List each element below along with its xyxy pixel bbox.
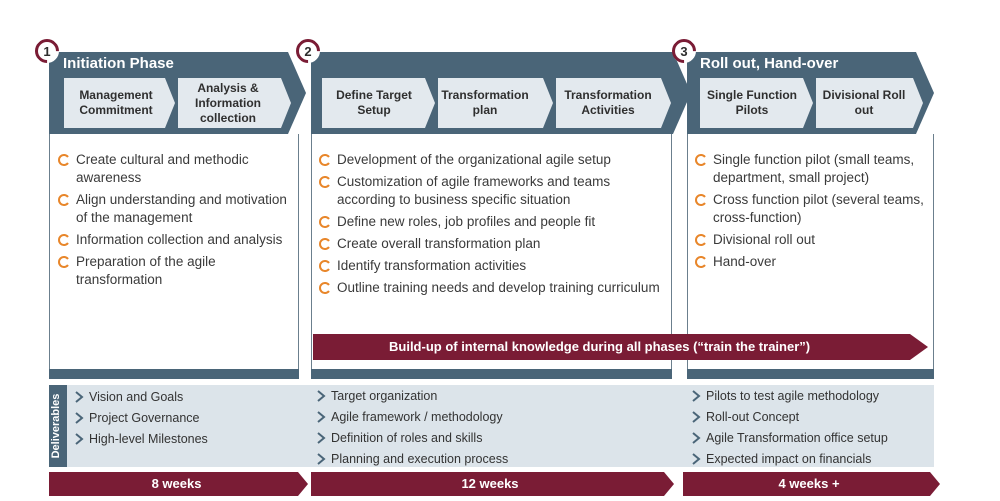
banner-text: Build-up of internal knowledge during al…	[389, 339, 811, 354]
chevron-right-icon	[75, 412, 84, 424]
bullet-item: Preparation of the agile transformation	[58, 253, 293, 289]
deliverable-item: Target organization	[315, 388, 508, 404]
orange-circle-icon	[58, 234, 69, 246]
phase-1-title: Initiation Phase	[63, 55, 174, 72]
chevron-right-icon	[692, 390, 701, 402]
phase-2-bullets: Development of the organizational agile …	[319, 151, 664, 301]
orange-circle-icon	[58, 256, 69, 268]
phase-1-bullets: Create cultural and methodic awareness A…	[58, 151, 293, 293]
bullet-item: Create overall transformation plan	[319, 235, 664, 253]
step-transformation-activities: Transformation Activities	[564, 88, 652, 117]
bullet-item: Divisional roll out	[695, 231, 927, 249]
chevron-right-icon	[317, 411, 326, 423]
deliverables-background	[49, 385, 934, 467]
chevron-right-icon	[317, 390, 326, 402]
bullet-item: Single function pilot (small teams, depa…	[695, 151, 927, 187]
orange-circle-icon	[695, 194, 706, 206]
phase-2-number: 2	[304, 43, 312, 59]
orange-circle-icon	[319, 238, 330, 250]
step-management-commitment: Management Commitment	[79, 88, 153, 117]
orange-circle-icon	[58, 154, 69, 166]
bullet-item: Hand-over	[695, 253, 927, 271]
phase-3-title: Roll out, Hand-over	[700, 55, 839, 72]
bullet-item: Outline training needs and develop train…	[319, 279, 664, 297]
bullet-item: Define new roles, job profiles and peopl…	[319, 213, 664, 231]
chevron-right-icon	[692, 432, 701, 444]
deliverable-item: Definition of roles and skills	[315, 430, 508, 446]
phase-1-deliverables: Vision and Goals Project Governance High…	[73, 389, 208, 452]
phase-3-content-box	[687, 134, 934, 369]
orange-circle-icon	[319, 260, 330, 272]
phase-1-number: 1	[43, 43, 51, 59]
phase-3-content-footer	[687, 369, 934, 379]
orange-circle-icon	[319, 216, 330, 228]
chevron-right-icon	[317, 432, 326, 444]
chevron-right-icon	[75, 433, 84, 445]
orange-circle-icon	[695, 234, 706, 246]
deliverable-item: Roll-out Concept	[690, 409, 888, 425]
bullet-item: Align understanding and motivation of th…	[58, 191, 293, 227]
deliverable-item: High-level Milestones	[73, 431, 208, 447]
chevron-right-icon	[317, 453, 326, 465]
orange-circle-icon	[695, 256, 706, 268]
step-define-target-setup: Define Target Setup	[336, 88, 412, 117]
phase-1-content-box	[49, 134, 299, 369]
deliverable-item: Agile framework / methodology	[315, 409, 508, 425]
phase-3-number: 3	[680, 43, 688, 59]
bullet-item: Cross function pilot (several teams, cro…	[695, 191, 927, 227]
deliverable-item: Planning and execution process	[315, 451, 508, 467]
deliverables-label: Deliverables	[50, 393, 62, 459]
phase-2-content-footer	[311, 369, 672, 379]
phase-2-content-box	[311, 134, 672, 369]
orange-circle-icon	[695, 154, 706, 166]
deliverable-item: Project Governance	[73, 410, 208, 426]
step-transformation-plan: Transformation plan	[441, 88, 529, 117]
bullet-item: Identify transformation activities	[319, 257, 664, 275]
phase-1-duration: 8 weeks	[151, 476, 202, 491]
chevron-right-icon	[75, 391, 84, 403]
deliverable-item: Expected impact on financials	[690, 451, 888, 467]
bullet-item: Development of the organizational agile …	[319, 151, 664, 169]
chevron-right-icon	[692, 411, 701, 423]
orange-circle-icon	[319, 282, 330, 294]
phase-3-deliverables: Pilots to test agile methodology Roll-ou…	[690, 388, 888, 467]
bullet-item: Information collection and analysis	[58, 231, 293, 249]
orange-circle-icon	[319, 154, 330, 166]
bullet-item: Create cultural and methodic awareness	[58, 151, 293, 187]
deliverable-item: Agile Transformation office setup	[690, 430, 888, 446]
chevron-right-icon	[692, 453, 701, 465]
phase-3-duration: 4 weeks +	[778, 476, 840, 491]
phase-1-content-footer	[49, 369, 299, 379]
phase-3-bullets: Single function pilot (small teams, depa…	[695, 151, 927, 275]
orange-circle-icon	[58, 194, 69, 206]
deliverables-side-bar	[49, 385, 67, 467]
orange-circle-icon	[319, 176, 330, 188]
phase-2-deliverables: Target organization Agile framework / me…	[315, 388, 508, 467]
deliverable-item: Pilots to test agile methodology	[690, 388, 888, 404]
phase-2-duration: 12 weeks	[461, 476, 519, 491]
step-divisional-roll-out: Divisional Roll out	[822, 88, 906, 117]
bullet-item: Customization of agile frameworks and te…	[319, 173, 664, 209]
step-single-function-pilots: Single Function Pilots	[707, 88, 797, 117]
deliverable-item: Vision and Goals	[73, 389, 208, 405]
step-analysis-information: Analysis & Information collection	[195, 80, 261, 125]
